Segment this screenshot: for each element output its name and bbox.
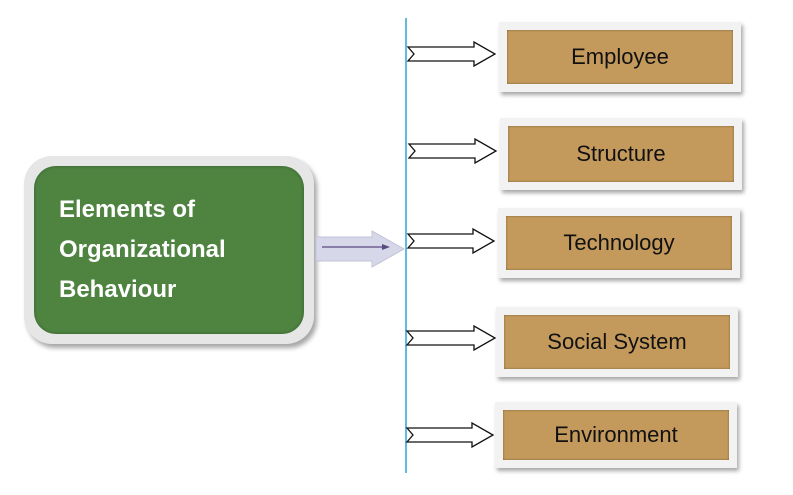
element-box-structure: Structure — [500, 118, 742, 190]
title-line-2: Organizational — [59, 236, 226, 263]
main-arrow — [315, 230, 406, 268]
element-label-structure: Structure — [508, 126, 734, 182]
element-label-environment: Environment — [503, 410, 729, 460]
element-box-employee: Employee — [499, 22, 741, 92]
element-box-technology: Technology — [498, 208, 740, 278]
element-box-environment: Environment — [495, 402, 737, 468]
arrow-environment — [405, 421, 495, 449]
arrow-structure — [407, 137, 498, 165]
element-label-technology: Technology — [506, 216, 732, 270]
title-line-1: Elements of — [59, 196, 196, 223]
main-concept-box: Elements of Organizational Behaviour — [24, 156, 314, 344]
arrow-social-system — [405, 324, 497, 352]
arrow-technology — [406, 227, 496, 255]
element-label-employee: Employee — [507, 30, 733, 84]
main-concept-title: Elements of Organizational Behaviour — [59, 190, 226, 310]
title-line-3: Behaviour — [59, 276, 177, 303]
main-concept-inner: Elements of Organizational Behaviour — [34, 166, 304, 334]
arrow-employee — [406, 40, 497, 68]
element-label-social-system: Social System — [504, 315, 730, 369]
element-box-social-system: Social System — [496, 307, 738, 377]
